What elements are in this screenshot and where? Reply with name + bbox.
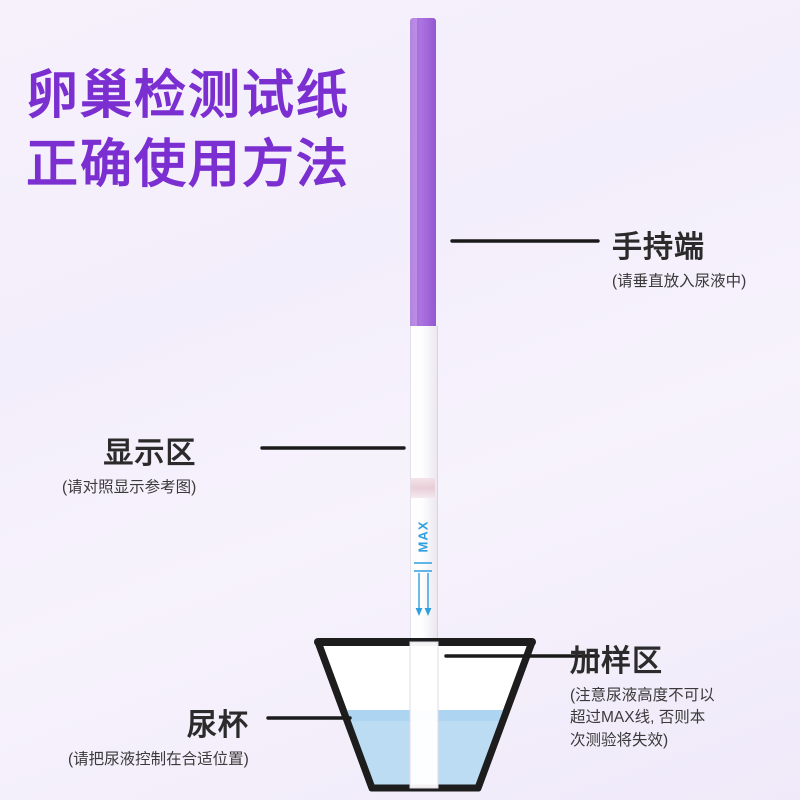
callout-sample-note-1: (注意尿液高度不可以 — [570, 687, 715, 704]
test-strip-handle — [410, 18, 436, 330]
test-strip-body — [410, 326, 438, 686]
max-line-arrows-icon — [414, 562, 432, 616]
callout-display-area: 显示区 (请对照显示参考图) — [62, 428, 196, 499]
callout-sample-area: 加样区 (注意尿液高度不可以 超过MAX线, 否则本 次测验将失效) — [570, 636, 715, 752]
max-line-label-text: MAX — [415, 520, 431, 552]
title-line-2: 正确使用方法 — [26, 136, 351, 195]
callout-sample-title: 加样区 — [570, 645, 663, 678]
callout-cup-note: (请把尿液控制在合适位置) — [68, 751, 249, 768]
callout-display-note: (请对照显示参考图) — [62, 479, 197, 496]
callout-handle-title: 手持端 — [612, 231, 705, 264]
callout-handle: 手持端 (请垂直放入尿液中) — [612, 222, 746, 293]
callout-cup: 尿杯 (请把尿液控制在合适位置) — [68, 700, 249, 771]
test-strip-result-band — [411, 478, 435, 498]
callout-display-title: 显示区 — [103, 437, 197, 470]
callout-cup-title: 尿杯 — [186, 709, 249, 742]
callout-sample-note-3: 次测验将失效) — [570, 731, 669, 749]
max-line-label: MAX — [409, 516, 437, 556]
callout-sample-note-2: 超过MAX线, 否则本 — [570, 709, 706, 727]
page-title: 卵巢检测试纸 正确使用方法 — [26, 66, 350, 197]
urine-cup — [314, 638, 536, 792]
title-line-1: 卵巢检测试纸 — [26, 67, 351, 125]
callout-handle-note: (请垂直放入尿液中) — [612, 273, 747, 290]
